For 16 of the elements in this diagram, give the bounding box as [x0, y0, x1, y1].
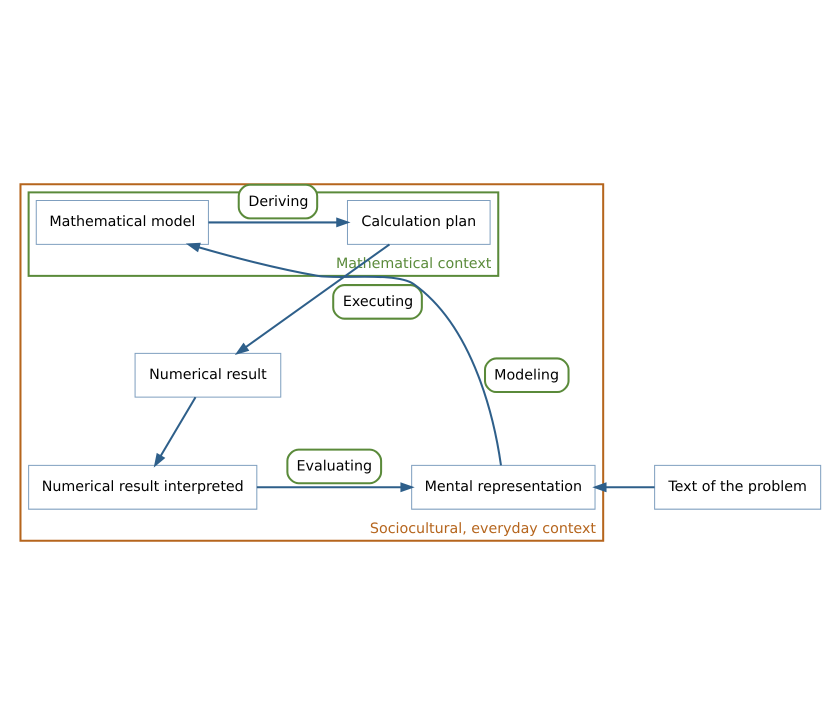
edge-label: Deriving — [248, 194, 308, 210]
edge-label: Modeling — [494, 368, 560, 384]
node-box: Calculation plan — [346, 200, 491, 245]
arrow — [208, 217, 351, 228]
node-box: Mathematical model — [36, 200, 209, 245]
node-box: Numerical result — [134, 352, 282, 398]
arrow — [154, 396, 196, 468]
node-box: Mental representation — [411, 464, 596, 510]
edge-label: Evaluating — [296, 458, 372, 475]
edge-label: Executing — [342, 294, 414, 310]
arrow — [592, 482, 655, 492]
arrow — [234, 244, 390, 355]
node-box: Text of the problem — [654, 464, 822, 510]
node-box: Numerical result interpreted — [28, 464, 258, 510]
arrow — [186, 242, 502, 466]
arrow — [256, 482, 415, 492]
